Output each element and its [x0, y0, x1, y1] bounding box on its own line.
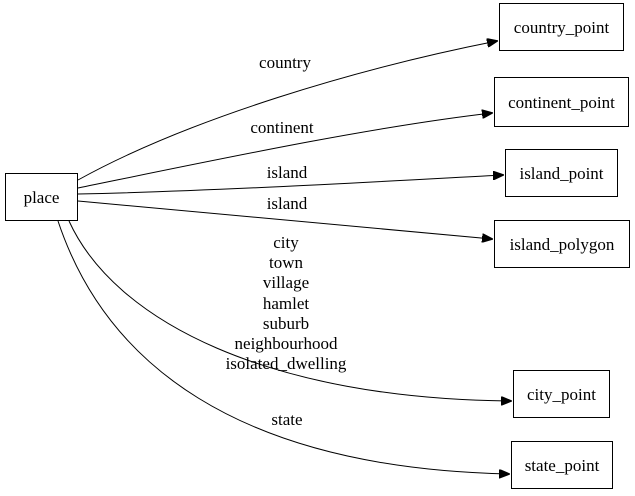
edge-place-island-polygon — [77, 200, 492, 239]
node-country-point: country_point — [499, 3, 624, 51]
edge-place-continent-point — [77, 113, 492, 189]
node-island-point-label: island_point — [519, 164, 603, 183]
edge-label-island-point: island — [267, 163, 308, 182]
edge-label-continent: continent — [250, 118, 314, 137]
edge-label-island-polygon: island — [267, 194, 308, 213]
node-city-point-label: city_point — [527, 385, 596, 404]
node-city-point: city_point — [513, 370, 610, 418]
edge-label-line-neighbourhood: neighbourhood — [235, 334, 338, 353]
edge-label-city-point-multiline: city town village hamlet suburb neighbou… — [226, 233, 347, 373]
edge-label-line-town: town — [269, 253, 304, 272]
edge-label-line-village: village — [263, 273, 309, 292]
node-island-point: island_point — [505, 149, 618, 197]
edge-label-state: state — [271, 410, 302, 429]
edge-place-island-point — [77, 175, 503, 195]
node-continent-point: continent_point — [494, 77, 629, 127]
edge-label-line-isolated-dwelling: isolated_dwelling — [226, 354, 347, 373]
node-country-point-label: country_point — [514, 18, 610, 37]
edge-place-state-point — [57, 220, 509, 474]
edge-label-line-suburb: suburb — [263, 314, 309, 333]
edge-label-line-city: city — [273, 233, 299, 252]
node-continent-point-label: continent_point — [508, 93, 615, 112]
node-place: place — [5, 173, 78, 221]
edge-place-city-point — [68, 220, 511, 401]
node-state-point-label: state_point — [525, 456, 600, 475]
node-state-point: state_point — [511, 441, 613, 489]
node-place-label: place — [24, 188, 60, 207]
edge-place-country-point — [77, 41, 497, 181]
edge-label-country: country — [259, 53, 311, 72]
edge-label-line-hamlet: hamlet — [263, 294, 310, 313]
node-island-polygon-label: island_polygon — [510, 235, 615, 254]
node-island-polygon: island_polygon — [494, 220, 630, 268]
